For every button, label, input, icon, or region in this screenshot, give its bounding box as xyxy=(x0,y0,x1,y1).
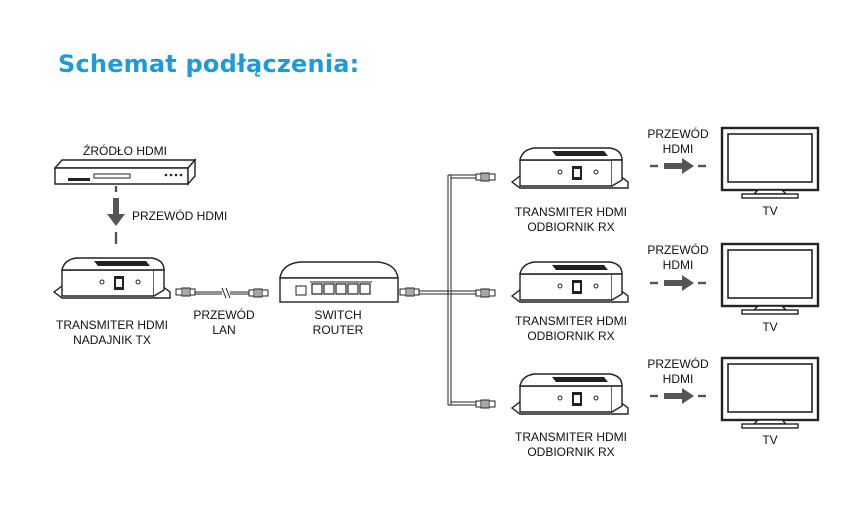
transmitter-label-line2: NADAJNIK TX xyxy=(73,333,151,347)
hdmi-cable-down-arrow xyxy=(107,186,125,244)
transmitter-tx-device xyxy=(53,257,171,299)
hdmi-cable-label-3-line1: PRZEWÓD xyxy=(647,357,709,371)
lan-cable-label-line1: PRZEWÓD xyxy=(193,308,255,322)
hdmi-arrow-1 xyxy=(648,156,708,176)
hdmi-cable-label-2: PRZEWÓD HDMI xyxy=(640,243,716,273)
page-title: Schemat podłączenia: xyxy=(58,50,360,78)
hdmi-cable-label-2-line1: PRZEWÓD xyxy=(647,243,709,257)
hdmi-cable-label-2-line2: HDMI xyxy=(662,258,694,272)
receiver-label-3-line2: ODBIORNIK RX xyxy=(527,445,615,459)
tv-3 xyxy=(720,356,820,430)
hdmi-cable-label-1-line2: HDMI xyxy=(662,142,694,156)
switch-label: SWITCH ROUTER xyxy=(300,308,376,338)
hdmi-cable-label-1: PRZEWÓD HDMI xyxy=(640,127,716,157)
tv-label-2: TV xyxy=(762,320,778,334)
receiver-label-3: TRANSMITER HDMI ODBIORNIK RX xyxy=(503,430,639,460)
switch-label-line1: SWITCH xyxy=(314,308,362,322)
receiver-rx-device-3 xyxy=(511,373,629,415)
lan-cable-label-line2: LAN xyxy=(212,323,236,337)
transmitter-label-line1: TRANSMITER HDMI xyxy=(56,318,168,332)
receiver-label-3-line1: TRANSMITER HDMI xyxy=(515,430,627,444)
switch-router-device xyxy=(279,261,399,303)
receiver-label-1: TRANSMITER HDMI ODBIORNIK RX xyxy=(503,205,639,235)
hdmi-cable-label-1-line1: PRZEWÓD xyxy=(647,127,709,141)
hdmi-arrow-3 xyxy=(648,386,708,406)
receiver-label-2-line2: ODBIORNIK RX xyxy=(527,329,615,343)
receiver-label-1-line2: ODBIORNIK RX xyxy=(527,220,615,234)
receiver-label-2: TRANSMITER HDMI ODBIORNIK RX xyxy=(503,314,639,344)
source-label: ŹRÓDŁO HDMI xyxy=(83,144,167,158)
receiver-rx-device-2 xyxy=(511,261,629,303)
tv-label-3: TV xyxy=(762,433,778,447)
transmitter-label: TRANSMITER HDMI NADAJNIK TX xyxy=(44,318,180,348)
hdmi-cable-label-3-line2: HDMI xyxy=(662,372,694,386)
lan-cable xyxy=(175,287,269,299)
hdmi-source-device xyxy=(53,158,197,186)
hdmi-cable-label-3: PRZEWÓD HDMI xyxy=(640,357,716,387)
receiver-label-1-line1: TRANSMITER HDMI xyxy=(515,205,627,219)
tv-1 xyxy=(720,126,820,200)
receiver-rx-device-1 xyxy=(511,147,629,189)
receiver-label-2-line1: TRANSMITER HDMI xyxy=(515,314,627,328)
tv-2 xyxy=(720,242,820,316)
tv-label-1: TV xyxy=(762,204,778,218)
switch-label-line2: ROUTER xyxy=(312,323,364,337)
source-cable-label: PRZEWÓD HDMI xyxy=(132,209,228,223)
lan-distribution-cables xyxy=(399,172,496,409)
hdmi-arrow-2 xyxy=(648,273,708,293)
lan-cable-label: PRZEWÓD LAN xyxy=(186,308,262,338)
